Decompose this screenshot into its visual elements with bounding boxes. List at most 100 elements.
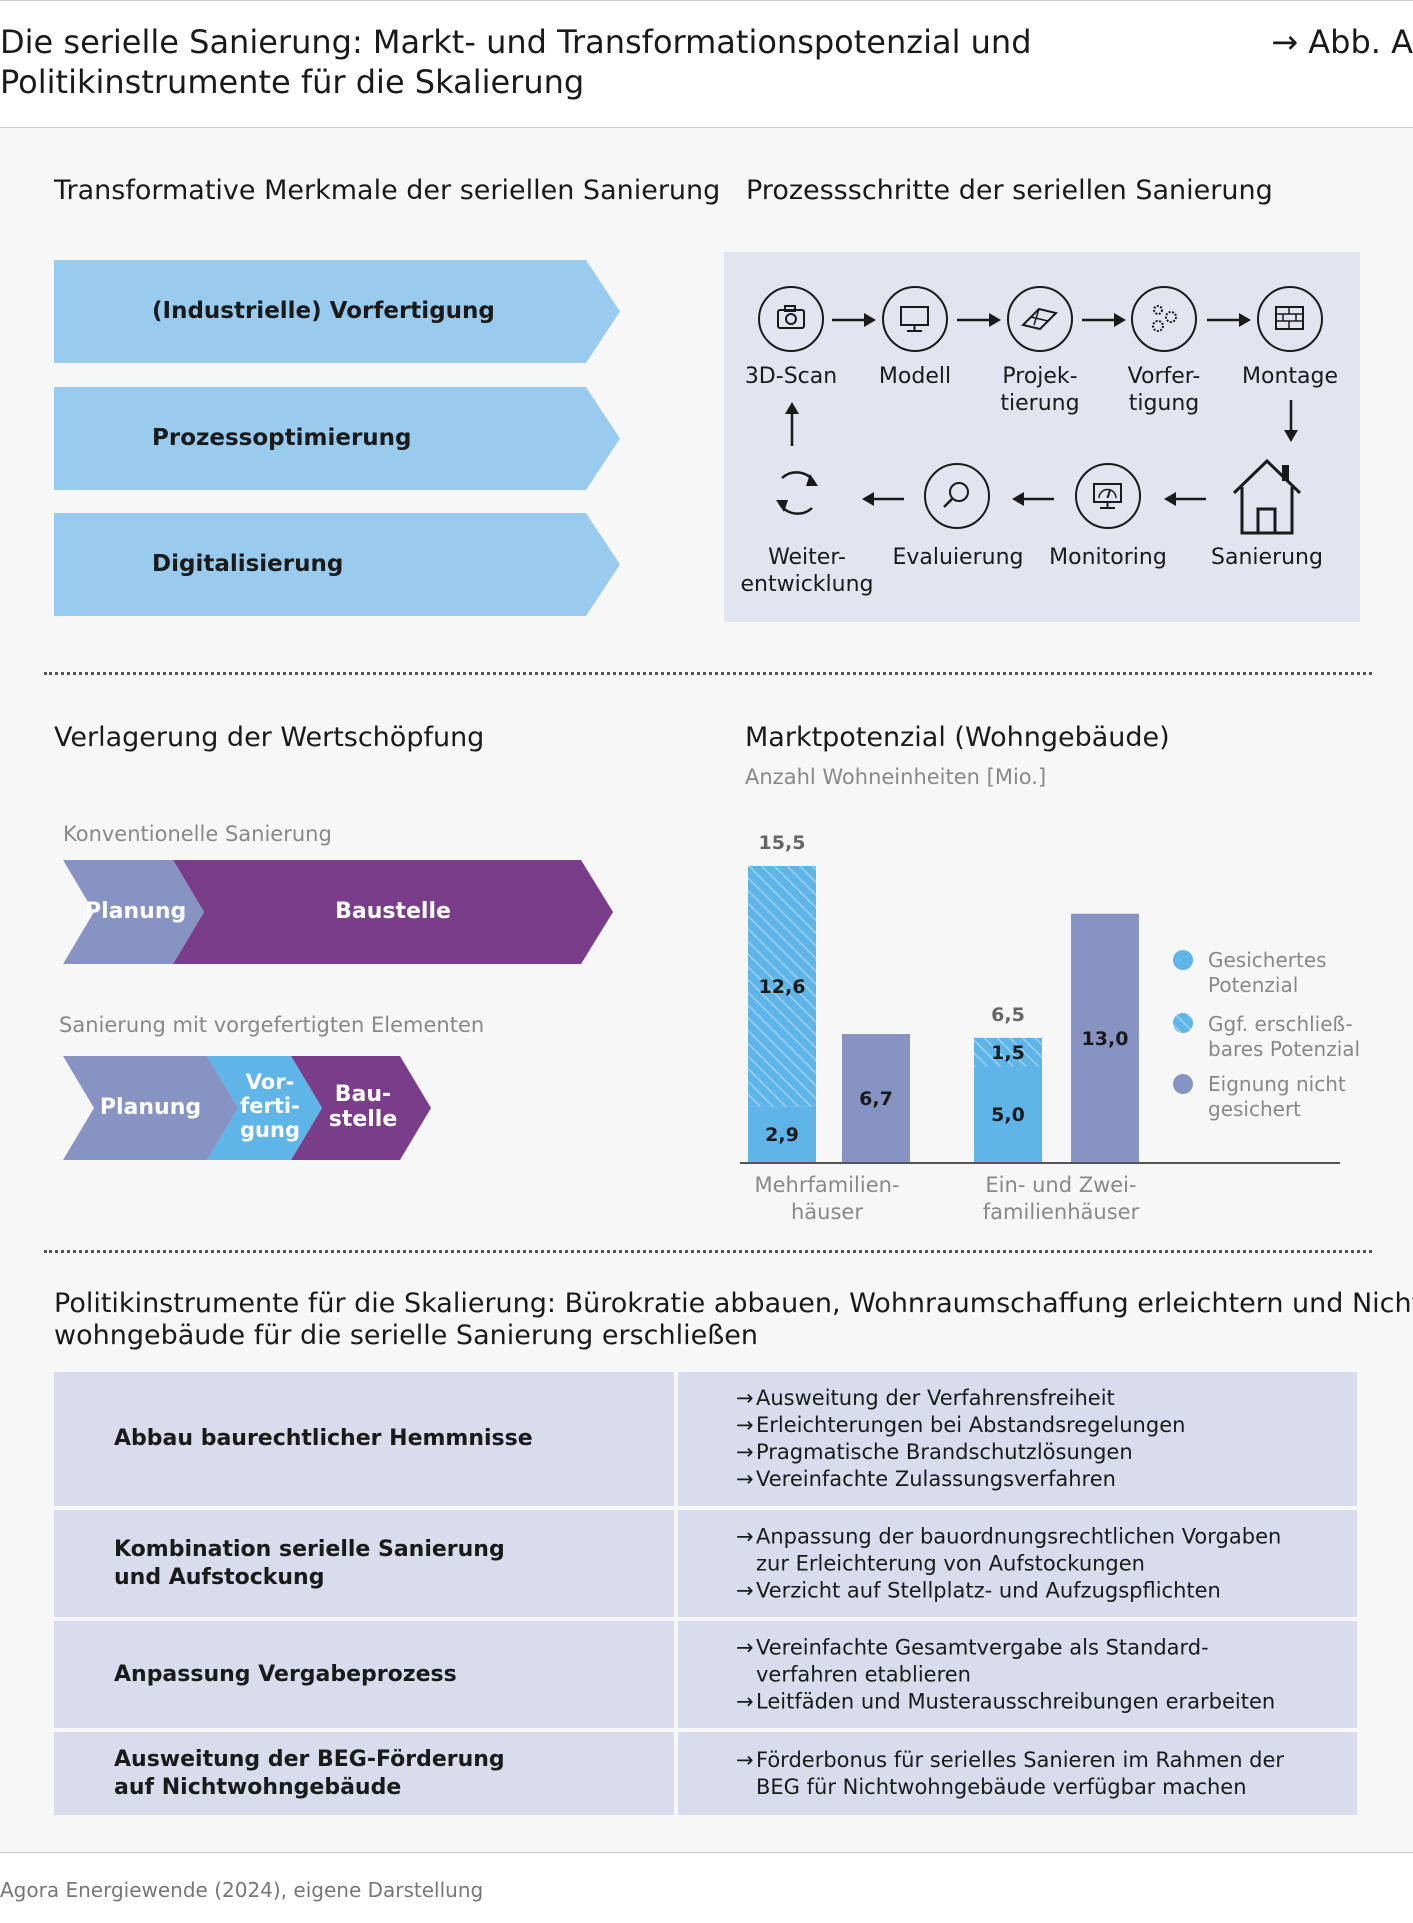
step-label: 3D-Scan [744, 364, 838, 389]
process-title: Prozessschritte der seriellen Sanierung [746, 175, 1273, 206]
arrow-left-icon [862, 492, 904, 506]
category-label: Ein- und Zwei- familienhäuser [982, 1173, 1140, 1224]
legend-label: Ggf. erschließ- bares Potenzial [1208, 1012, 1361, 1061]
step-label: Montage [1242, 364, 1338, 389]
policy-bullet: Vereinfachte Gesamtvergabe als Standard-… [756, 1635, 1209, 1686]
arrow-icon: → [736, 1635, 754, 1659]
arrow-icon: → [736, 1524, 754, 1548]
feature-arrow-prefab: (Industrielle) Vorfertigung [54, 260, 620, 363]
data-label-efh-unsuitable: 13,0 [1081, 1027, 1129, 1050]
policy-bullet: Anpassung der bauordnungsrechtlichen Vor… [756, 1524, 1282, 1575]
bricks-icon [1257, 286, 1323, 352]
policy-row: Kombination serielle Sanierung und Aufst… [54, 1510, 1357, 1617]
feature-arrow-digital: Digitalisierung [54, 513, 620, 616]
bar-possible [748, 866, 816, 1107]
step-label: Modell [878, 364, 952, 389]
planning-label: Planung [99, 1095, 202, 1120]
section-divider [44, 672, 1372, 675]
site-label: Bau- stelle [328, 1082, 398, 1132]
policy-bullet: Erleichterungen bei Abstandsregelungen [756, 1413, 1186, 1437]
policy-title: Politikinstrumente für die Skalierung: B… [54, 1288, 1413, 1352]
data-label-mfh-secured: 2,9 [765, 1124, 799, 1147]
policy-row: Ausweitung der BEG-Förderung auf Nichtwo… [54, 1732, 1357, 1815]
policy-bullet: Verzicht auf Stellplatz- und Aufzugspfli… [756, 1578, 1221, 1602]
page-title: Die serielle Sanierung: Markt- und Trans… [0, 22, 1100, 102]
prefab-label: Sanierung mit vorgefertigten Elementen [59, 1013, 485, 1037]
title-line-2: Politikinstrumente für die Skalierung [0, 63, 585, 101]
bar-secured [974, 1066, 1042, 1162]
policy-row: Anpassung Vergabeprozess →Vereinfachte G… [54, 1621, 1357, 1728]
plans-icon [1007, 286, 1073, 352]
step-label: Sanierung [1211, 545, 1323, 570]
bar-unsuitable [842, 1034, 910, 1162]
arrow-right-icon [957, 313, 1001, 327]
site-label: Baustelle [335, 899, 451, 924]
market-chart [740, 866, 1340, 1164]
chart-title: Marktpotenzial (Wohngebäude) [745, 722, 1170, 753]
policy-row: Abbau baurechtlicher Hemmnisse →Ausweitu… [54, 1372, 1357, 1506]
header [0, 0, 1413, 128]
house-icon [1230, 455, 1304, 537]
arrow-left-icon [1164, 492, 1206, 506]
feature-label: (Industrielle) Vorfertigung [152, 298, 495, 324]
step-label: Weiter- entwicklung [740, 545, 874, 597]
prefab-step-label: Vor- ferti- gung [240, 1070, 300, 1142]
policy-title-line: Politikinstrumente für die Skalierung: B… [54, 1288, 1413, 1319]
monitor-icon [882, 286, 948, 352]
policy-title-line: wohngebäude für die serielle Sanierung e… [54, 1320, 758, 1351]
policy-heading: Ausweitung der BEG-Förderung auf Nichtwo… [114, 1746, 505, 1800]
prefab-chain: Planung Vor- ferti- gung Bau- stelle [63, 1056, 433, 1160]
feature-label: Digitalisierung [152, 551, 344, 577]
policy-bullet: Vereinfachte Zulassungsverfahren [756, 1467, 1116, 1491]
legend-swatch-unsuitable [1173, 1074, 1193, 1094]
data-label-efh-possible: 1,5 [991, 1042, 1025, 1065]
features-title: Transformative Merkmale der seriellen Sa… [54, 175, 721, 206]
arrow-up-icon [785, 402, 799, 446]
gears-icon [1131, 286, 1197, 352]
magnifier-icon [924, 463, 990, 529]
step-label: Projek- tierung [1000, 364, 1080, 416]
data-label-efh-secured: 5,0 [991, 1104, 1025, 1127]
figure-reference: → Abb. A [1271, 23, 1413, 61]
step-label: Monitoring [1049, 545, 1167, 570]
policy-bullet: Ausweitung der Verfahrensfreiheit [756, 1386, 1115, 1410]
conventional-label: Konventionelle Sanierung [63, 822, 332, 846]
camera-icon [758, 286, 824, 352]
bar-secured [748, 1106, 816, 1162]
data-label-mfh-unsuitable: 6,7 [859, 1088, 893, 1111]
policy-bullet: Leitfäden und Musterausschreibungen erar… [756, 1689, 1276, 1713]
legend-swatch-possible [1173, 1013, 1193, 1033]
legend-label: Eignung nicht gesichert [1208, 1072, 1346, 1121]
arrow-icon: → [736, 1467, 754, 1491]
policy-bullet: Förderbonus für serielles Sanieren im Ra… [756, 1747, 1285, 1799]
legend-label: Gesichertes Potenzial [1208, 948, 1327, 997]
data-label-mfh-possible: 12,6 [758, 976, 806, 999]
bar-unsuitable [1071, 913, 1139, 1162]
feature-label: Prozessoptimierung [152, 425, 412, 451]
value-chain-title: Verlagerung der Wertschöpfung [54, 722, 485, 753]
arrow-right-icon [832, 313, 876, 327]
step-label: Vorfer- tigung [1127, 364, 1201, 416]
gauge-icon [1075, 463, 1141, 529]
arrow-icon: → [736, 1386, 754, 1410]
step-label: Evaluierung [892, 545, 1024, 570]
arrow-right-icon [1082, 313, 1126, 327]
policy-heading: Abbau baurechtlicher Hemmnisse [114, 1426, 533, 1451]
arrow-down-icon [1284, 400, 1298, 442]
arrow-icon: → [736, 1689, 754, 1713]
category-label: Mehrfamilien- häuser [754, 1173, 900, 1224]
arrow-left-icon [1012, 492, 1054, 506]
feature-arrow-process: Prozessoptimierung [54, 387, 620, 490]
arrow-icon: → [736, 1747, 754, 1772]
arrow-icon: → [736, 1413, 754, 1437]
arrow-icon: → [736, 1440, 754, 1464]
arrow-right-icon [1207, 313, 1251, 327]
section-divider [44, 1250, 1372, 1253]
policy-heading: Kombination serielle Sanierung und Aufst… [114, 1536, 505, 1590]
planning-label: Planung [85, 899, 187, 924]
bar-possible [974, 1037, 1042, 1067]
chart-ylabel: Anzahl Wohneinheiten [Mio.] [745, 765, 1047, 789]
data-label-mfh-total: 15,5 [758, 832, 806, 854]
conventional-chain: Planung Baustelle [63, 860, 613, 964]
policy-heading: Anpassung Vergabeprozess [114, 1661, 457, 1687]
